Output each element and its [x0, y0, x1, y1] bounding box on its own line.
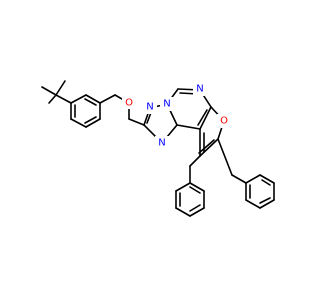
bond [189, 186, 201, 194]
atom-label-layer: O N N N N O [122, 82, 231, 150]
bond [128, 118, 145, 126]
bond [85, 118, 101, 128]
molecule-structure: O N N N N O [41, 80, 275, 217]
bond [198, 139, 215, 154]
bond [84, 116, 97, 124]
bond [261, 179, 271, 186]
bond [217, 138, 233, 176]
bond [197, 109, 208, 126]
nitrogen-atom-label: N [196, 84, 203, 95]
atom-label-background [122, 95, 136, 109]
bond [85, 94, 101, 104]
nitrogen-atom-label: N [146, 102, 153, 113]
oxygen-atom-label: O [220, 116, 228, 127]
bond [259, 197, 271, 204]
bond [55, 80, 66, 96]
bond [84, 98, 97, 106]
bond [199, 138, 219, 157]
bond [175, 207, 191, 217]
bond [189, 182, 205, 192]
bond [189, 155, 201, 167]
oxygen-atom-label: O [125, 98, 133, 109]
bond [70, 94, 87, 104]
bond [199, 106, 212, 130]
bond [259, 199, 275, 209]
atom-label-background [193, 82, 207, 96]
bond [41, 86, 57, 96]
bond [189, 204, 201, 212]
atom-label-background [160, 97, 174, 111]
bond [55, 94, 72, 104]
atom-label-background [217, 114, 231, 128]
bond [48, 94, 57, 104]
bond [70, 118, 87, 128]
atom-label-background [143, 100, 157, 114]
bond [259, 174, 275, 184]
atom-label-background [155, 136, 169, 150]
bond [99, 94, 116, 104]
bond [245, 174, 261, 184]
bond [189, 207, 205, 217]
bond [175, 182, 191, 192]
bond [176, 124, 201, 130]
bond [245, 199, 261, 209]
nitrogen-atom-label: N [163, 99, 170, 110]
bond-layer [41, 80, 275, 217]
nitrogen-atom-label: N [158, 138, 165, 149]
bond [231, 174, 247, 184]
